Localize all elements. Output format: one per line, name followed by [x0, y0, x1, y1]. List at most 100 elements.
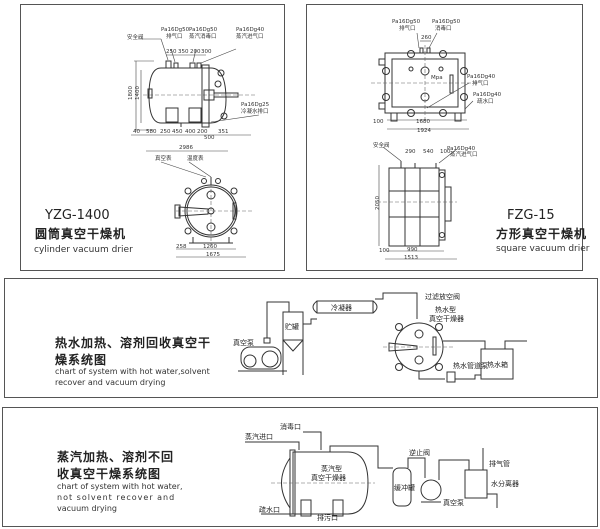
svg-text:贮罐: 贮罐 — [285, 322, 299, 331]
svg-text:1675: 1675 — [206, 252, 220, 258]
svg-text:200: 200 — [197, 129, 208, 135]
storage-tank: 贮罐 — [282, 311, 304, 375]
svg-text:250: 250 — [166, 49, 177, 55]
svg-text:消毒口: 消毒口 — [435, 24, 452, 32]
svg-text:蒸汽型: 蒸汽型 — [321, 464, 342, 473]
svg-text:蒸汽进气口: 蒸汽进气口 — [236, 32, 264, 40]
svg-text:1400: 1400 — [135, 86, 141, 100]
square-name-cn: 方形真空干燥机 — [496, 227, 588, 241]
svg-text:真空泵: 真空泵 — [443, 498, 464, 507]
svg-text:真空泵: 真空泵 — [233, 338, 254, 347]
water-separator: 排气管 水分离器 — [464, 448, 519, 508]
steam-system-panel: 蒸汽加热、溶剂不回 收真空干燥系统图 chart of system with … — [2, 407, 598, 527]
svg-text:2050: 2050 — [375, 196, 381, 210]
steam-system-drawing: 消毒口 蒸汽进口 蒸汽型 真空干燥器 疏水口 排污口 缓冲罐 逆止阀 真空泵 — [245, 422, 519, 522]
svg-text:冷凝水排口: 冷凝水排口 — [241, 107, 269, 115]
svg-text:安全阀: 安全阀 — [127, 33, 144, 41]
svg-text:缓冲罐: 缓冲罐 — [394, 483, 415, 492]
svg-text:2986: 2986 — [179, 145, 193, 151]
cylinder-model: YZG-1400 — [45, 208, 110, 223]
svg-text:260: 260 — [421, 35, 432, 41]
svg-text:100: 100 — [379, 248, 390, 254]
svg-text:蒸汽消毒口: 蒸汽消毒口 — [189, 32, 217, 40]
cylinder-end-view: 真空表 温度表 258 1260 1675 — [155, 154, 253, 258]
svg-text:热水型: 热水型 — [435, 305, 456, 314]
svg-text:排气口: 排气口 — [472, 79, 489, 87]
condenser: 冷凝器 — [312, 300, 378, 314]
square-side-view: 安全阀 290 540 100 Pa16Dg40 蒸汽进气口 2050 100 … — [373, 141, 478, 261]
svg-text:温度表: 温度表 — [187, 154, 204, 162]
cylinder-drier-drawing: 40 580 250 450 400 200 351 500 2986 250 … — [127, 27, 270, 258]
svg-text:Pa16Dg40: Pa16Dg40 — [447, 146, 476, 152]
svg-text:Pa16Dg40: Pa16Dg40 — [467, 74, 496, 80]
square-drier-drawing: Pa16Dg50 排气口 Pa16Dg50 消毒口 260 Mpa Pa16Dg… — [371, 19, 502, 261]
svg-text:疏水口: 疏水口 — [477, 97, 494, 105]
svg-text:水分离器: 水分离器 — [491, 479, 519, 488]
svg-text:疏水口: 疏水口 — [259, 505, 280, 514]
svg-text:Pa16Dg25: Pa16Dg25 — [241, 102, 270, 108]
svg-text:Pa16Dg50: Pa16Dg50 — [432, 19, 461, 25]
steam-title-en-2: not solvent recover and — [57, 493, 176, 502]
hot-water-title-cn-1: 热水加热、溶剂回收真空干 — [55, 336, 212, 350]
svg-text:351: 351 — [218, 129, 229, 135]
svg-text:100: 100 — [373, 119, 384, 125]
svg-text:1680: 1680 — [416, 119, 430, 125]
steam-title-cn-1: 蒸汽加热、溶剂不回 — [57, 450, 175, 464]
svg-text:1260: 1260 — [203, 244, 217, 250]
square-drier-panel: Pa16Dg50 排气口 Pa16Dg50 消毒口 260 Mpa Pa16Dg… — [306, 4, 590, 271]
svg-text:40: 40 — [133, 129, 140, 135]
hot-water-title-en-1: chart of system with hot water,solvent — [55, 367, 210, 376]
svg-text:排气管: 排气管 — [489, 459, 510, 468]
svg-text:400: 400 — [185, 129, 196, 135]
svg-text:258: 258 — [176, 244, 187, 250]
svg-text:500: 500 — [204, 135, 215, 141]
svg-text:200: 200 — [190, 49, 201, 55]
svg-text:990: 990 — [407, 247, 418, 253]
svg-text:580: 580 — [146, 129, 157, 135]
steam-dryer: 蒸汽型 真空干燥器 — [271, 449, 375, 517]
cylinder-drier-panel: 40 580 250 450 400 200 351 500 2986 250 … — [20, 4, 285, 271]
svg-text:排气口: 排气口 — [399, 24, 416, 32]
cylinder-dim-text: 40 580 250 450 400 200 351 500 2986 250 … — [127, 27, 270, 151]
svg-text:冷凝器: 冷凝器 — [331, 303, 352, 312]
svg-text:热水管道泵: 热水管道泵 — [453, 361, 488, 370]
cylinder-side-view — [131, 38, 260, 152]
square-model: FZG-15 — [507, 208, 555, 223]
hot-water-system-drawing: 真空泵 贮罐 冷凝器 过滤放空阀 热水型 真空干燥器 — [233, 292, 527, 383]
svg-text:过滤放空阀: 过滤放空阀 — [425, 292, 460, 301]
svg-text:1800: 1800 — [128, 86, 134, 100]
svg-text:真空干燥器: 真空干燥器 — [311, 473, 346, 482]
steam-title-en-3: vacuum drying — [57, 504, 117, 513]
cylinder-name-cn: 圆筒真空干燥机 — [35, 227, 127, 241]
hot-water-tank: 热水箱 — [480, 348, 514, 380]
hot-water-system-panel: 热水加热、溶剂回收真空干 燥系统图 chart of system with h… — [4, 278, 598, 398]
svg-text:1513: 1513 — [404, 255, 418, 261]
svg-text:100: 100 — [440, 149, 451, 155]
svg-text:Mpa: Mpa — [431, 75, 443, 81]
cylinder-name-en: cylinder vacuum drier — [34, 245, 133, 255]
svg-text:Pa16Dg50: Pa16Dg50 — [392, 19, 421, 25]
svg-text:蒸汽进口: 蒸汽进口 — [245, 432, 273, 441]
svg-text:排气口: 排气口 — [166, 32, 183, 40]
svg-text:1924: 1924 — [417, 128, 431, 134]
svg-text:Pa16Dg50: Pa16Dg50 — [189, 27, 218, 33]
svg-text:300: 300 — [201, 49, 212, 55]
svg-text:350: 350 — [178, 49, 189, 55]
hot-water-title-en-2: recover and vacuum drying — [55, 378, 166, 387]
svg-text:热水箱: 热水箱 — [487, 360, 508, 369]
svg-text:540: 540 — [423, 149, 434, 155]
square-name-en: square vacuum drier — [496, 244, 590, 254]
svg-text:真空干燥器: 真空干燥器 — [429, 314, 464, 323]
svg-text:450: 450 — [172, 129, 183, 135]
steam-title-cn-2: 收真空干燥系统图 — [57, 467, 162, 481]
svg-text:蒸汽进气口: 蒸汽进气口 — [450, 150, 478, 158]
svg-text:排污口: 排污口 — [317, 513, 338, 522]
svg-text:Pa16Dg50: Pa16Dg50 — [161, 27, 190, 33]
svg-text:安全阀: 安全阀 — [373, 141, 390, 149]
buffer-tank: 缓冲罐 — [392, 467, 415, 507]
svg-text:消毒口: 消毒口 — [280, 422, 301, 431]
steam-vacuum-pump: 真空泵 — [420, 479, 464, 507]
square-front-view: Pa16Dg50 排气口 Pa16Dg50 消毒口 260 Mpa Pa16Dg… — [371, 19, 502, 134]
svg-text:290: 290 — [405, 149, 416, 155]
svg-text:真空表: 真空表 — [155, 154, 172, 162]
